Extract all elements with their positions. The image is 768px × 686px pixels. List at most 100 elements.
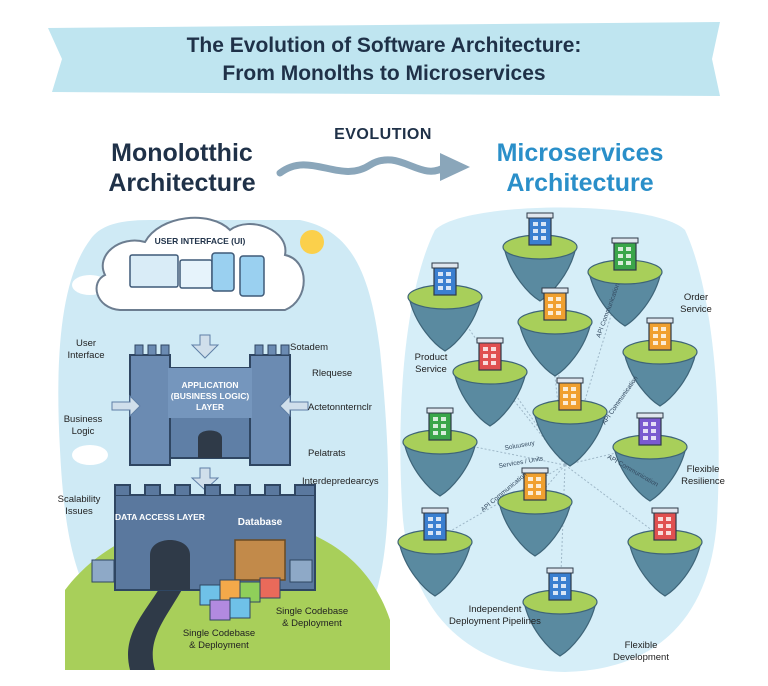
building-window	[626, 254, 631, 258]
code-block	[289, 559, 313, 583]
building-window	[541, 229, 546, 233]
code-block	[209, 599, 231, 621]
building-window	[651, 436, 656, 440]
label-actetonnternclr: Actetonnternclr	[308, 402, 372, 413]
api-link	[439, 439, 566, 466]
ui-layer-label: USER INTERFACE (UI)	[155, 236, 246, 246]
building-window	[436, 524, 441, 528]
building-window	[428, 531, 433, 535]
building-roof	[636, 412, 664, 419]
building-window	[483, 347, 488, 351]
building-window	[626, 261, 631, 265]
phone-screen	[239, 255, 265, 297]
building-window	[533, 222, 538, 226]
building-window	[658, 517, 663, 521]
building-window	[571, 394, 576, 398]
building-window	[553, 591, 558, 595]
island-rock	[403, 441, 477, 497]
service-island	[587, 237, 663, 327]
service-island	[627, 507, 703, 597]
data-gate	[150, 540, 190, 590]
service-building	[543, 291, 567, 321]
code-block	[219, 579, 241, 601]
building-window	[533, 229, 538, 233]
service-island	[452, 337, 528, 427]
island-rock	[453, 371, 527, 427]
building-window	[436, 517, 441, 521]
app-layer-panel	[168, 368, 252, 418]
app-layer-label-3: LAYER	[196, 402, 224, 412]
building-window	[658, 524, 663, 528]
building-window	[563, 387, 568, 391]
building-window	[441, 424, 446, 428]
building-window	[441, 417, 446, 421]
label-pelatrats: Pelatrats	[308, 448, 346, 459]
building-window	[438, 279, 443, 283]
label-single-codebase-a: Single Codebase& Deployment	[275, 606, 349, 629]
service-island	[622, 317, 698, 407]
code-block	[91, 559, 115, 583]
title-line-2: From Monolths to Microservices	[222, 62, 546, 85]
building-window	[436, 531, 441, 535]
building-roof	[431, 262, 459, 269]
service-island	[612, 412, 688, 502]
castle-gate	[198, 430, 222, 458]
building-window	[428, 524, 433, 528]
service-building	[478, 341, 502, 371]
service-island	[532, 377, 608, 467]
building-window	[491, 347, 496, 351]
road	[128, 570, 190, 670]
building-roof	[546, 567, 574, 574]
building-window	[446, 279, 451, 283]
api-link	[564, 464, 666, 541]
building-roof	[426, 407, 454, 414]
monolith-illustration: USER INTERFACE (UI) APPLICATION (BUSINES…	[58, 216, 390, 670]
island-rock	[503, 246, 577, 302]
arrow-left-icon	[279, 394, 309, 418]
treasure-chest	[234, 539, 286, 581]
service-building	[638, 416, 662, 446]
building-window	[483, 361, 488, 365]
monitor-screen	[179, 259, 213, 289]
island-rock	[398, 541, 472, 597]
building-roof	[646, 317, 674, 324]
building-window	[653, 327, 658, 331]
arrow-down-icon	[190, 334, 220, 359]
service-building	[648, 321, 672, 351]
building-window	[661, 327, 666, 331]
building-window	[571, 387, 576, 391]
label-rlequese: Rlequese	[312, 368, 353, 379]
building-window	[446, 272, 451, 276]
building-window	[433, 417, 438, 421]
island-rock	[628, 541, 702, 597]
label-interdepredearcys: Interdepredearcys	[302, 476, 379, 487]
service-islands	[397, 212, 703, 657]
building-window	[618, 261, 623, 265]
building-window	[553, 577, 558, 581]
monolithic-heading-line-1: Monolotthic	[111, 139, 253, 167]
cloud-small	[72, 445, 108, 465]
building-window	[438, 272, 443, 276]
sun-icon	[300, 230, 324, 254]
building-window	[541, 222, 546, 226]
building-window	[561, 591, 566, 595]
building-roof	[521, 467, 549, 474]
monolithic-heading: Monolotthic Architecture	[92, 138, 272, 198]
database-label: Database	[238, 517, 283, 528]
building-window	[548, 297, 553, 301]
code-block	[229, 597, 251, 619]
island-rock	[613, 446, 687, 502]
building-roof	[556, 377, 584, 384]
service-building	[423, 511, 447, 541]
building-window	[661, 341, 666, 345]
island-rock	[518, 321, 592, 377]
building-window	[533, 236, 538, 240]
code-block	[259, 577, 281, 599]
tablet-screen	[211, 252, 235, 292]
building-window	[651, 422, 656, 426]
building-window	[433, 424, 438, 428]
